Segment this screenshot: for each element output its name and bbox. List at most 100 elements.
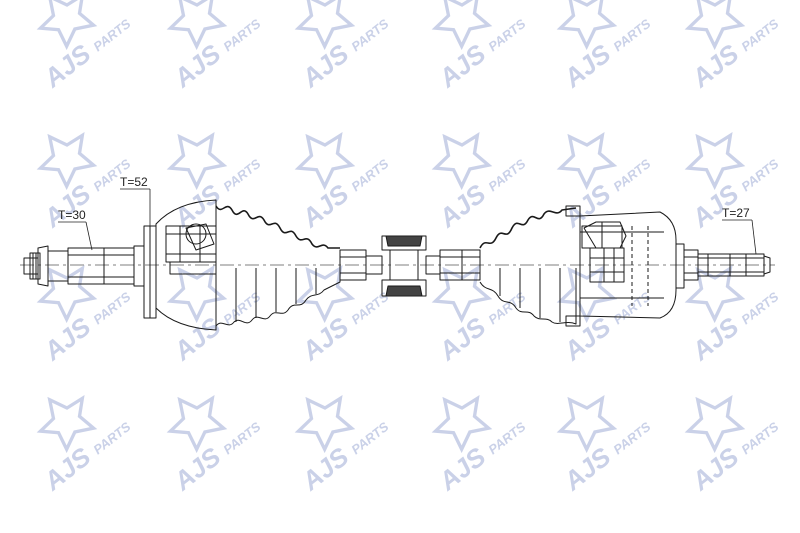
logo-brand-text: AJS [557,441,617,497]
spline-count-abs-label: T=52 [120,175,148,189]
logo-brand-text: AJS [432,38,492,94]
logo-star-icon [684,0,746,51]
logo-star-icon [431,395,493,454]
logo-brand-text: AJS [685,38,745,94]
logo-suffix-text: PARTS [485,156,528,194]
intermediate-shaft-right [425,249,481,281]
logo-star-icon [294,395,356,454]
logo-suffix-text: PARTS [90,289,133,327]
abs-tone-ring [143,225,157,319]
logo-star-icon [294,0,356,51]
logo-brand-text: AJS [295,311,355,367]
logo-star-icon [36,132,98,191]
logo-brand-text: AJS [295,38,355,94]
logo-suffix-text: PARTS [738,289,781,327]
logo-suffix-text: PARTS [220,16,263,54]
inner-tripod-joint [579,211,685,319]
outer-boot [215,205,341,327]
outer-cv-joint [155,199,217,331]
logo-suffix-text: PARTS [610,289,653,327]
logo-brand-text: AJS [685,441,745,497]
logo-star-icon [36,265,98,324]
logo-suffix-text: PARTS [348,16,391,54]
logo-brand-text: AJS [557,38,617,94]
logo-brand-text: AJS [295,178,355,234]
logo-suffix-text: PARTS [220,419,263,457]
right-stub-shaft [683,249,771,281]
logo-suffix-text: PARTS [485,289,528,327]
spline-count-right-label: T=27 [722,206,750,220]
logo-brand-text: AJS [167,38,227,94]
logo-brand-text: AJS [167,311,227,367]
logo-suffix-text: PARTS [610,156,653,194]
logo-suffix-text: PARTS [610,419,653,457]
logo-star-icon [431,132,493,191]
logo-suffix-text: PARTS [90,16,133,54]
logo-suffix-text: PARTS [485,16,528,54]
logo-star-icon [556,395,618,454]
logo-star-icon [36,0,98,51]
logo-brand-text: AJS [432,441,492,497]
logo-star-icon [431,0,493,51]
logo-brand-text: AJS [37,178,97,234]
logo-star-icon [431,265,493,324]
logo-suffix-text: PARTS [348,419,391,457]
logo-brand-text: AJS [37,311,97,367]
logo-suffix-text: PARTS [220,156,263,194]
logo-brand-text: AJS [295,441,355,497]
logo-star-icon [556,0,618,51]
logo-brand-text: AJS [685,311,745,367]
logo-suffix-text: PARTS [348,289,391,327]
dynamic-damper [381,235,427,297]
logo-brand-text: AJS [167,441,227,497]
logo-star-icon [294,132,356,191]
logo-suffix-text: PARTS [738,156,781,194]
logo-star-icon [684,132,746,191]
logo-suffix-text: PARTS [348,156,391,194]
logo-star-icon [684,395,746,454]
logo-star-icon [556,132,618,191]
logo-star-icon [166,395,228,454]
logo-suffix-text: PARTS [90,419,133,457]
spline-count-left-label: T=30 [58,208,86,222]
intermediate-shaft-left [339,249,383,281]
logo-suffix-text: PARTS [610,16,653,54]
logo-brand-text: AJS [37,441,97,497]
logo-brand-text: AJS [432,311,492,367]
logo-star-icon [36,395,98,454]
logo-star-icon [166,132,228,191]
inner-boot [479,205,581,327]
logo-suffix-text: PARTS [738,419,781,457]
logo-brand-text: AJS [37,38,97,94]
logo-brand-text: AJS [432,178,492,234]
left-stub-shaft [23,245,145,287]
drive-shaft-drawing [20,188,775,331]
logo-star-icon [294,265,356,324]
logo-star-icon [166,265,228,324]
label-leaders [58,188,757,255]
logo-suffix-text: PARTS [485,419,528,457]
logo-star-icon [166,0,228,51]
logo-suffix-text: PARTS [738,16,781,54]
